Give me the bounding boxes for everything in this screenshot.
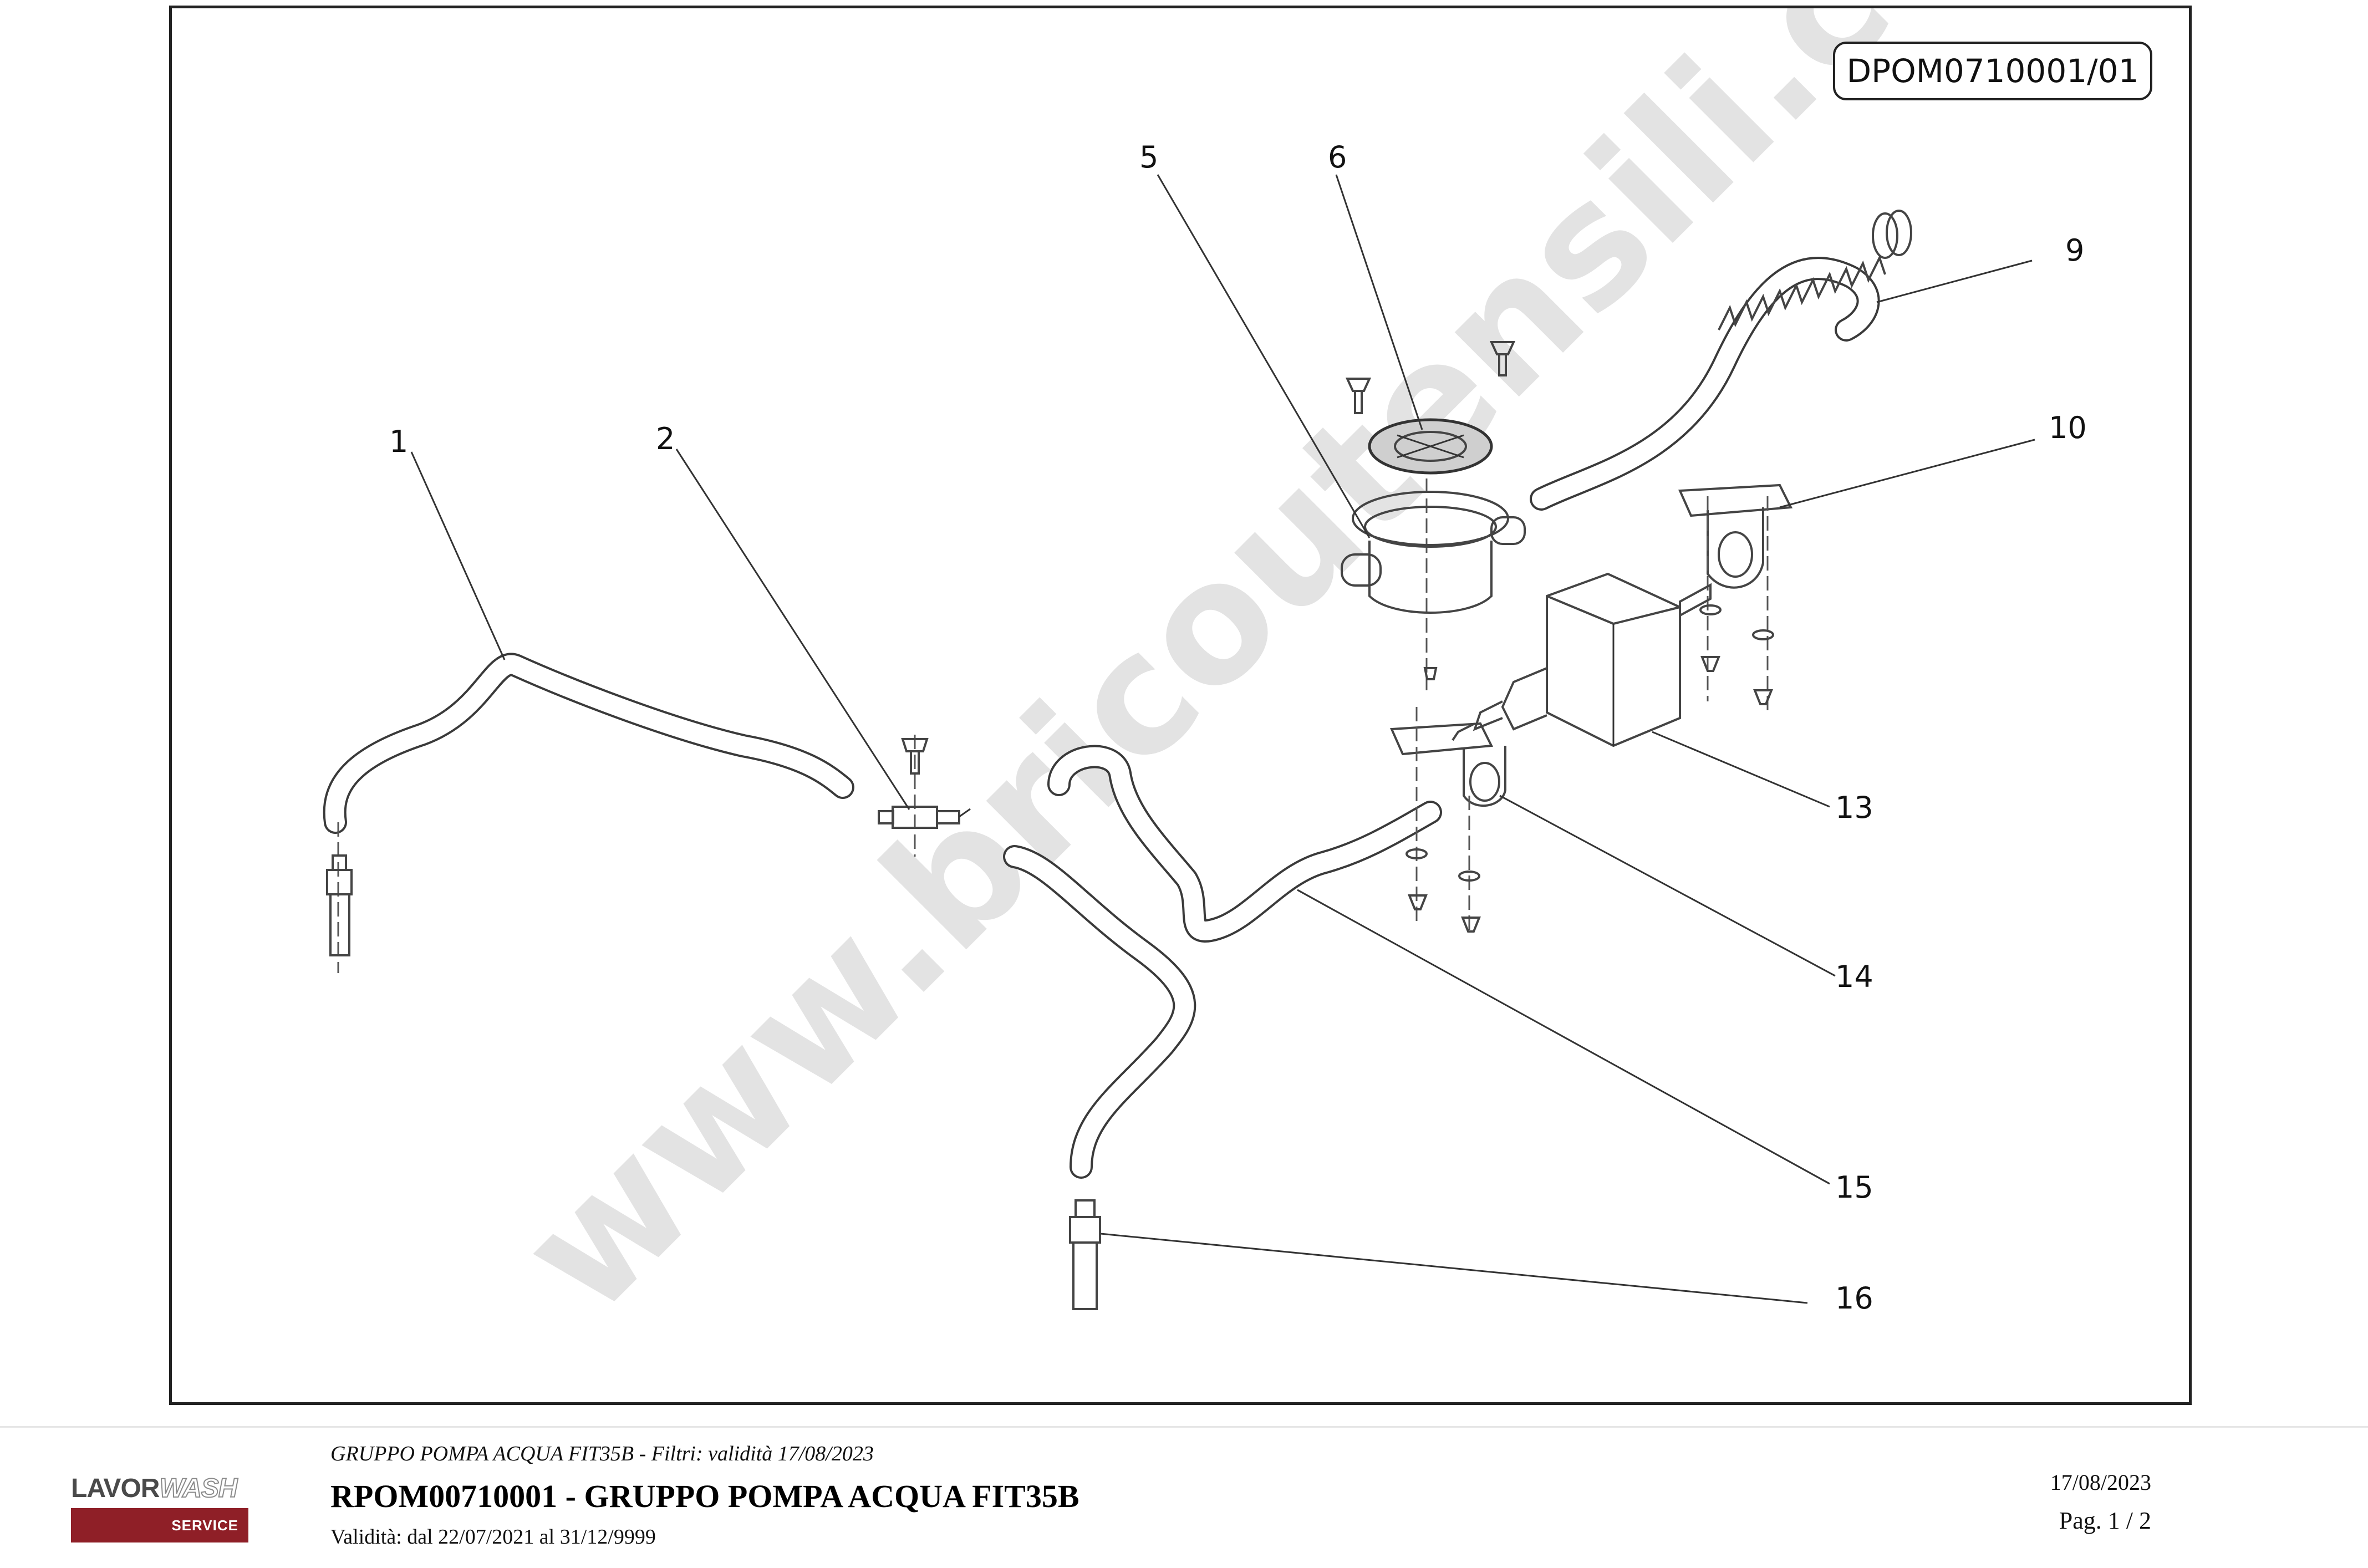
bracket-10 xyxy=(1678,483,1793,712)
logo-word-dark: LAVOR xyxy=(71,1474,160,1503)
watermark-text: www.bricoutensili.com xyxy=(484,8,2129,1350)
leader-line-13 xyxy=(1652,731,1830,808)
drawing-frame: www.bricoutensili.com DPOM0710001/01 xyxy=(169,6,2192,1405)
callout-1: 1 xyxy=(389,424,408,459)
drawing-code-box: DPOM0710001/01 xyxy=(1833,42,2152,100)
exploded-view-drawing: www.bricoutensili.com DPOM0710001/01 xyxy=(323,8,2152,1350)
leader-line-15 xyxy=(1297,889,1830,1185)
leader-line-5 xyxy=(1157,174,1371,538)
callout-10: 10 xyxy=(2049,410,2087,445)
callout-16: 16 xyxy=(1835,1281,1873,1316)
bracket-14 xyxy=(1390,707,1506,934)
callout-2: 2 xyxy=(656,421,675,456)
callout-15: 15 xyxy=(1835,1170,1873,1205)
print-date: 17/08/2023 xyxy=(2050,1470,2151,1495)
page-number: Pag. 1 / 2 xyxy=(2059,1507,2151,1534)
leader-line-9 xyxy=(1876,259,2033,303)
hose-15 xyxy=(1003,745,1442,1179)
leader-line-10 xyxy=(1779,439,2035,508)
callout-9: 9 xyxy=(2065,233,2084,268)
leader-line-2 xyxy=(675,449,910,810)
document-title: RPOM00710001 - GRUPPO POMPA ACQUA FIT35B xyxy=(330,1478,1079,1514)
filter-cover-6 xyxy=(1345,341,1516,475)
connector-16 xyxy=(1069,1199,1101,1310)
leader-line-14 xyxy=(1499,795,1836,977)
connector-1 xyxy=(326,822,353,973)
callout-5: 5 xyxy=(1139,140,1158,175)
document-subtitle: GRUPPO POMPA ACQUA FIT35B - Filtri: vali… xyxy=(330,1442,874,1465)
callout-14: 14 xyxy=(1835,959,1873,994)
tee-connector-2 xyxy=(878,735,971,857)
hose-9 xyxy=(1530,257,1880,511)
logo-word-light: WASH xyxy=(159,1473,238,1504)
spring xyxy=(1718,210,1912,330)
pump-13 xyxy=(1452,572,1712,747)
leader-line-16 xyxy=(1100,1233,1808,1304)
logo-service-bar: SERVICE xyxy=(71,1508,248,1542)
callout-6: 6 xyxy=(1328,140,1347,175)
leader-line-1 xyxy=(410,451,506,660)
hose-1 xyxy=(323,653,854,834)
leader-line-6 xyxy=(1335,174,1423,430)
footer-divider xyxy=(0,1426,2368,1428)
validity-range: Validità: dal 22/07/2021 al 31/12/9999 xyxy=(330,1525,656,1549)
callout-13: 13 xyxy=(1835,790,1873,825)
drawing-code: DPOM0710001/01 xyxy=(1847,52,2139,90)
